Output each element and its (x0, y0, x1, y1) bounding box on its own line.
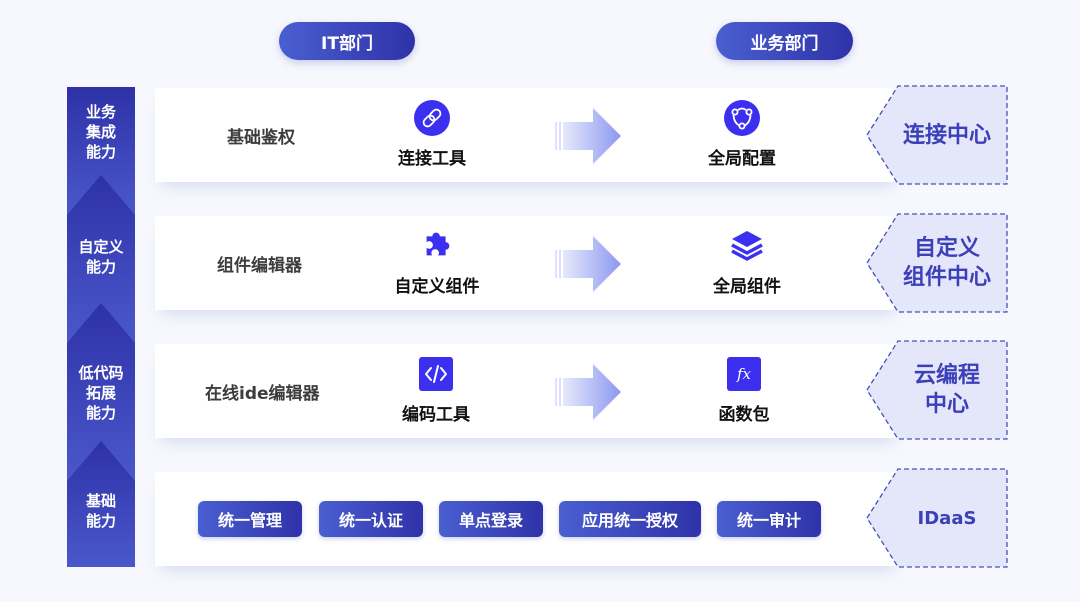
center-label: 云编程 中心 (913, 363, 980, 417)
flow-arrow-icon (555, 364, 621, 420)
chip-unified-audit: 统一审计 (717, 501, 821, 537)
biz-tool: 全局组件 (687, 228, 807, 297)
biz-tool-label: 全局配置 (708, 149, 776, 169)
capability-lowcode-extension: 低代码 拓展 能力 (78, 364, 124, 422)
center-custom-components: 自定义 组件中心 (866, 213, 1008, 313)
biz-tool: fx 函数包 (684, 356, 804, 425)
center-label: IDaaS (917, 507, 977, 529)
capability-column: 业务 集成 能力 自定义 能力 低代码 拓展 能力 基础 能力 (67, 87, 135, 567)
it-label: 组件编辑器 (217, 255, 302, 276)
biz-tool-label: 全局组件 (713, 277, 781, 297)
capability-basic: 基础 能力 (85, 492, 116, 530)
capability-customization: 自定义 能力 (78, 238, 124, 276)
chip-unified-authentication: 统一认证 (319, 501, 423, 537)
link-icon (414, 100, 450, 136)
flow-arrow-icon (555, 236, 621, 292)
row-basic: 统一管理 统一认证 单点登录 应用统一授权 统一审计 (155, 472, 900, 566)
biz-tool: 全局配置 (682, 100, 802, 169)
business-department-pill: 业务部门 (716, 22, 853, 60)
capability-business-integration: 业务 集成 能力 (85, 103, 116, 161)
it-label: 在线ide编辑器 (205, 383, 320, 404)
center-cloud-programming: 云编程 中心 (866, 340, 1008, 440)
center-idaas: IDaaS (866, 468, 1008, 568)
row-lowcode: 在线ide编辑器 编码工具 fx 函数包 (155, 344, 900, 438)
hexagon-shape (866, 340, 1008, 440)
hexagon-shape (866, 213, 1008, 313)
it-tool-label: 自定义组件 (394, 277, 480, 297)
share-nodes-icon (724, 100, 760, 136)
function-icon: fx (726, 356, 762, 392)
it-tool-label: 连接工具 (398, 149, 466, 169)
center-label: 自定义 组件中心 (902, 236, 991, 290)
it-tool: 编码工具 (376, 356, 496, 425)
center-connection: 连接中心 (866, 85, 1008, 185)
row-business-integration: 基础鉴权 连接工具 全局配置 (155, 88, 900, 182)
it-tool: 连接工具 (372, 100, 492, 169)
chip-unified-management: 统一管理 (198, 501, 302, 537)
row-customization: 组件编辑器 自定义组件 全局组件 (155, 216, 900, 310)
it-department-pill: IT部门 (279, 22, 415, 60)
biz-tool-label: 函数包 (718, 405, 770, 425)
it-tool-label: 编码工具 (402, 405, 470, 425)
flow-arrow-icon (555, 108, 621, 164)
layers-icon (729, 228, 765, 264)
chip-single-sign-on: 单点登录 (439, 501, 543, 537)
puzzle-icon (419, 228, 455, 264)
column-background (67, 87, 135, 567)
it-tool: 自定义组件 (377, 228, 497, 297)
chip-app-unified-authorization: 应用统一授权 (559, 501, 701, 537)
code-icon (418, 356, 454, 392)
hexagon-shape (866, 85, 1008, 185)
center-label: 连接中心 (902, 122, 991, 148)
svg-text:fx: fx (736, 365, 752, 383)
it-label: 基础鉴权 (227, 127, 295, 148)
hexagon-shape (866, 468, 1008, 568)
